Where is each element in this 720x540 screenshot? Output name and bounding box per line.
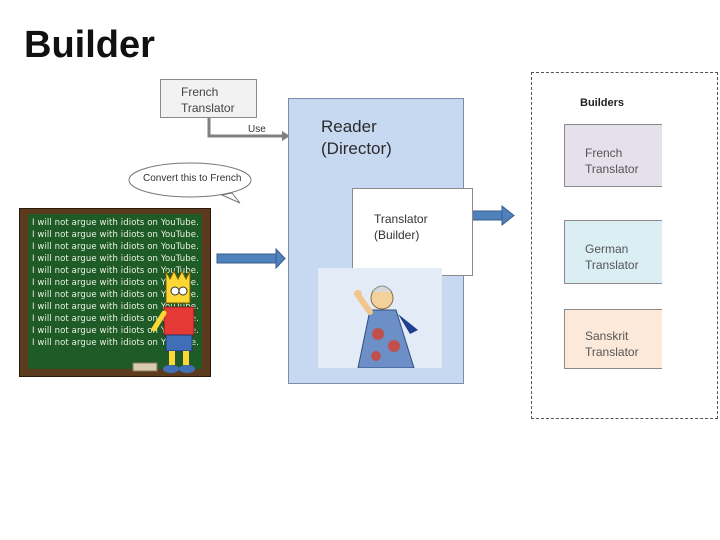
use-connector <box>207 118 282 138</box>
boy-figure-icon <box>151 269 195 373</box>
french-translator-line1: French <box>181 85 219 99</box>
speech-bubble-text: Convert this to French <box>143 173 242 184</box>
chalk-line: I will not argue with idiots on YouTube. <box>32 338 199 348</box>
translator-builder-line1: Translator <box>374 212 428 226</box>
builder-sanskrit-line1: Sanskrit <box>585 329 629 343</box>
builder-german-line1: German <box>585 242 629 256</box>
chalk-line: I will not argue with idiots on YouTube. <box>32 218 199 228</box>
builders-label: Builders <box>580 97 625 109</box>
chalk-line: I will not argue with idiots on YouTube. <box>32 302 199 312</box>
french-translator-line2: Translator <box>181 101 235 115</box>
chalk-line: I will not argue with idiots on YouTube. <box>32 230 199 240</box>
director-character-illustration <box>318 268 442 369</box>
builder-german-line2: Translator <box>585 258 639 272</box>
chalk-line: I will not argue with idiots on YouTube. <box>32 314 199 324</box>
translator-builder-box: Translator (Builder) <box>352 188 473 276</box>
builders-group <box>531 72 718 419</box>
speech-bubble <box>128 162 252 204</box>
chalk-line: I will not argue with idiots on YouTube. <box>32 290 199 300</box>
chalk-line: I will not argue with idiots on YouTube. <box>32 254 199 264</box>
reader-title: Reader (Director) <box>321 116 392 160</box>
builder-sanskrit-line2: Translator <box>585 345 639 359</box>
use-arrowhead <box>282 131 290 141</box>
chalk-line: I will not argue with idiots on YouTube. <box>32 326 199 336</box>
use-label: Use <box>248 124 266 135</box>
slide-title: Builder <box>24 24 155 66</box>
builder-french-line2: Translator <box>585 162 639 176</box>
translator-builder-line2: (Builder) <box>374 228 420 242</box>
builder-french-line1: French <box>585 146 623 160</box>
builder-sanskrit-translator: Sanskrit Translator <box>564 309 662 369</box>
chalk-line: I will not argue with idiots on YouTube. <box>32 266 199 276</box>
chalk-line: I will not argue with idiots on YouTube. <box>32 278 199 288</box>
woman-figure-icon <box>354 285 418 369</box>
eraser-icon <box>132 362 158 372</box>
chalkboard: I will not argue with idiots on YouTube.… <box>19 208 211 377</box>
board-to-reader-arrow <box>216 247 286 270</box>
french-translator-box: French Translator <box>160 79 257 118</box>
chalk-line: I will not argue with idiots on YouTube. <box>32 242 199 252</box>
reader-line2: (Director) <box>321 139 392 158</box>
builder-french-translator: French Translator <box>564 124 662 187</box>
builder-german-translator: German Translator <box>564 220 662 284</box>
reader-line1: Reader <box>321 117 377 136</box>
